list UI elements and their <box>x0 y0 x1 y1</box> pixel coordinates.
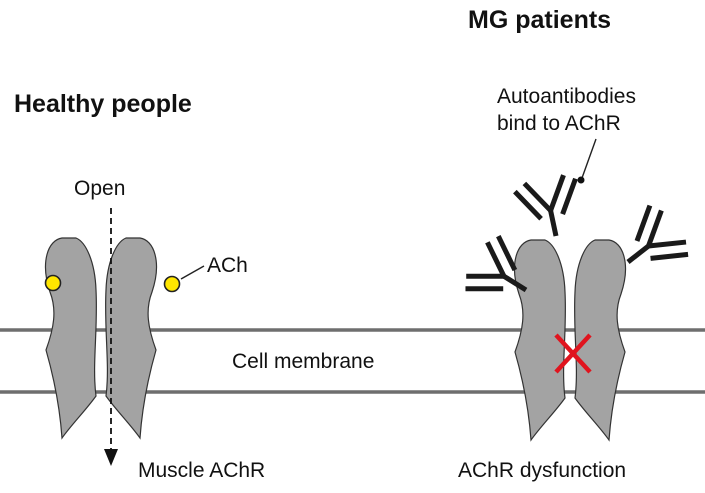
dysfunction-cross-icon <box>554 333 592 374</box>
ach-ligand-left <box>44 274 62 292</box>
antibody-pointer-line <box>581 138 597 179</box>
open-label: Open <box>74 177 125 200</box>
autoantibodies-label-line2: bind to AChR <box>497 112 621 135</box>
receptor-subunit-right <box>104 237 158 439</box>
mg-achr-receptor <box>513 239 627 441</box>
antibody-icon <box>514 173 587 243</box>
muscle-achr-caption: Muscle AChR <box>138 459 265 482</box>
healthy-people-title: Healthy people <box>14 90 192 118</box>
ach-ligand-right <box>163 275 181 293</box>
mg-patients-title: MG patients <box>468 6 611 34</box>
ach-label: ACh <box>207 254 248 277</box>
autoantibodies-label-line1: Autoantibodies <box>497 85 636 108</box>
receptor-subunit-right <box>573 239 627 441</box>
ion-flow-arrowhead-icon <box>104 449 118 466</box>
achr-dysfunction-caption: AChR dysfunction <box>458 459 626 482</box>
healthy-achr-receptor <box>44 237 158 439</box>
cell-membrane-label: Cell membrane <box>232 350 374 373</box>
receptor-subunit-left <box>44 237 98 439</box>
antibody-pointer-dot <box>577 176 585 184</box>
ach-pointer-line <box>180 265 205 280</box>
